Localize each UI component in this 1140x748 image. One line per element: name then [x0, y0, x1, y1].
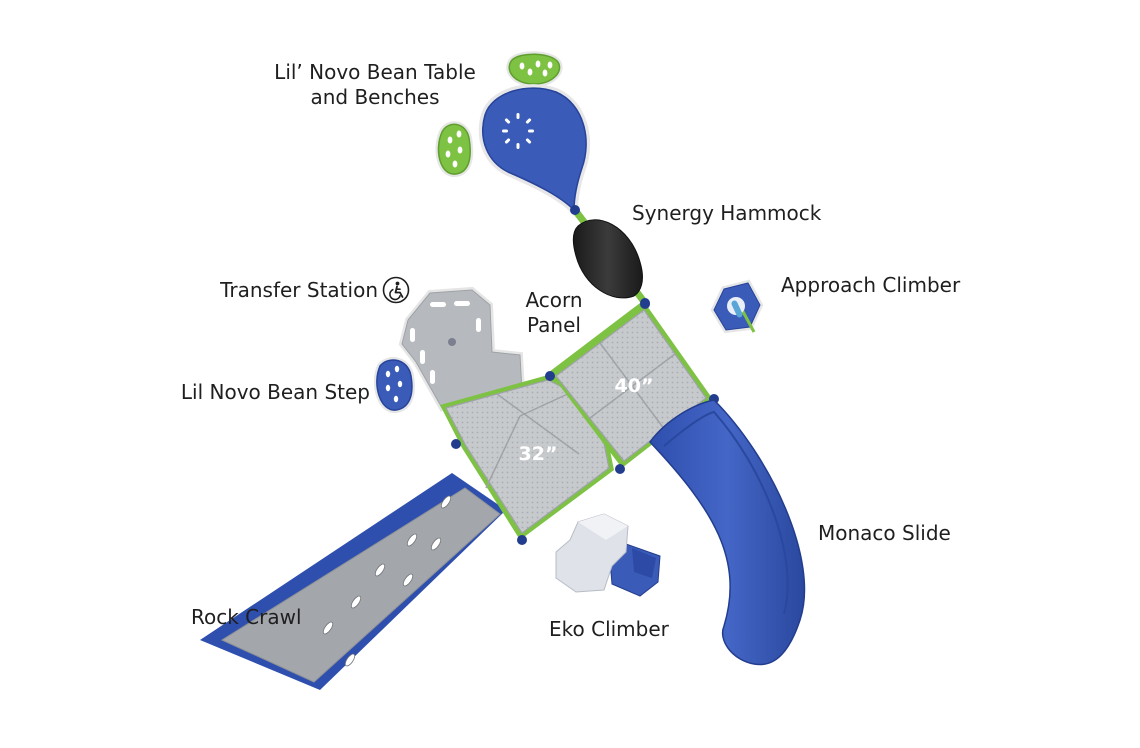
- label-eko-climber: Eko Climber: [549, 617, 669, 641]
- deck-height-40: 40”: [615, 375, 654, 397]
- label-bean-table: Lil’ Novo Bean Table and Benches: [270, 60, 480, 110]
- approach-climber: [710, 279, 764, 334]
- rock-crawl: [200, 473, 506, 690]
- label-bean-table-line1: Lil’ Novo Bean Table: [274, 60, 476, 84]
- deck-height-32: 32”: [519, 443, 558, 465]
- eko-climber: [555, 513, 661, 597]
- wheelchair-accessible-icon: [382, 276, 410, 304]
- post-caps: [451, 299, 719, 545]
- label-bean-step: Lil Novo Bean Step: [180, 380, 370, 404]
- bean-table: [478, 84, 591, 220]
- label-approach-climber: Approach Climber: [781, 273, 961, 297]
- bean-step: [373, 357, 415, 413]
- transfer-station-platform: [398, 286, 526, 412]
- deck-32: [440, 375, 614, 540]
- label-acorn-panel: Acorn Panel: [512, 288, 596, 338]
- label-acorn-panel-line2: Panel: [527, 313, 581, 337]
- label-monaco-slide: Monaco Slide: [818, 521, 951, 545]
- label-synergy-hammock: Synergy Hammock: [632, 201, 822, 225]
- label-rock-crawl: Rock Crawl: [191, 605, 302, 629]
- acorn-panel: [548, 300, 647, 378]
- synergy-hammock: [570, 205, 650, 308]
- label-bean-table-line2: and Benches: [310, 85, 440, 109]
- label-transfer-station: Transfer Station: [220, 278, 378, 302]
- label-acorn-panel-line1: Acorn: [525, 288, 583, 312]
- bean-bench-top: [506, 51, 563, 88]
- monaco-slide: [649, 399, 806, 666]
- bean-bench-left: [435, 121, 474, 177]
